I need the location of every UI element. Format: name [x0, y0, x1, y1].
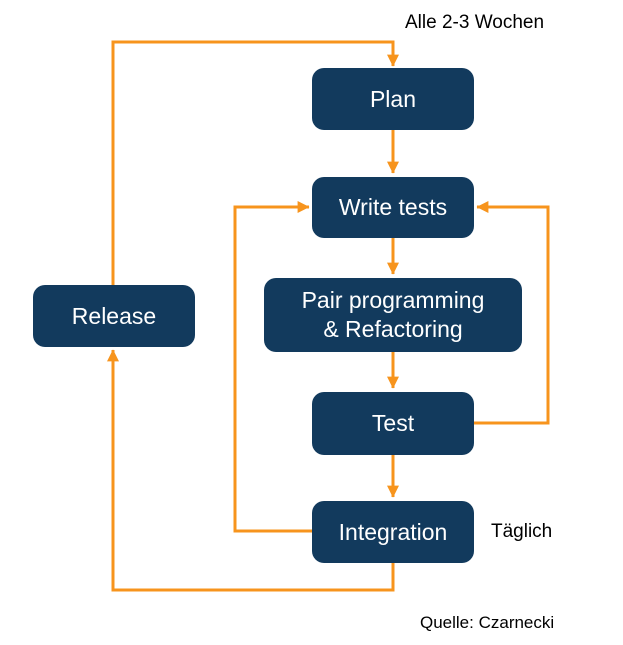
edge-integration-to-release	[107, 349, 395, 592]
cycle-interval-label: Alle 2-3 Wochen	[405, 12, 545, 33]
node-release: Release	[33, 285, 195, 347]
edge-integration-to-write-tests-loop	[233, 201, 312, 533]
edge-test-to-write-tests-loop	[474, 201, 550, 425]
source-credit-label: Quelle: Czarnecki	[420, 613, 555, 632]
node-plan: Plan	[312, 68, 474, 130]
node-pair-programming-refactoring: Pair programming & Refactoring	[264, 278, 522, 352]
daily-interval-label: Täglich	[491, 521, 553, 542]
edge-release-to-plan	[111, 40, 399, 285]
node-test: Test	[312, 392, 474, 455]
node-integration: Integration	[312, 501, 474, 563]
node-write-tests: Write tests	[312, 177, 474, 238]
